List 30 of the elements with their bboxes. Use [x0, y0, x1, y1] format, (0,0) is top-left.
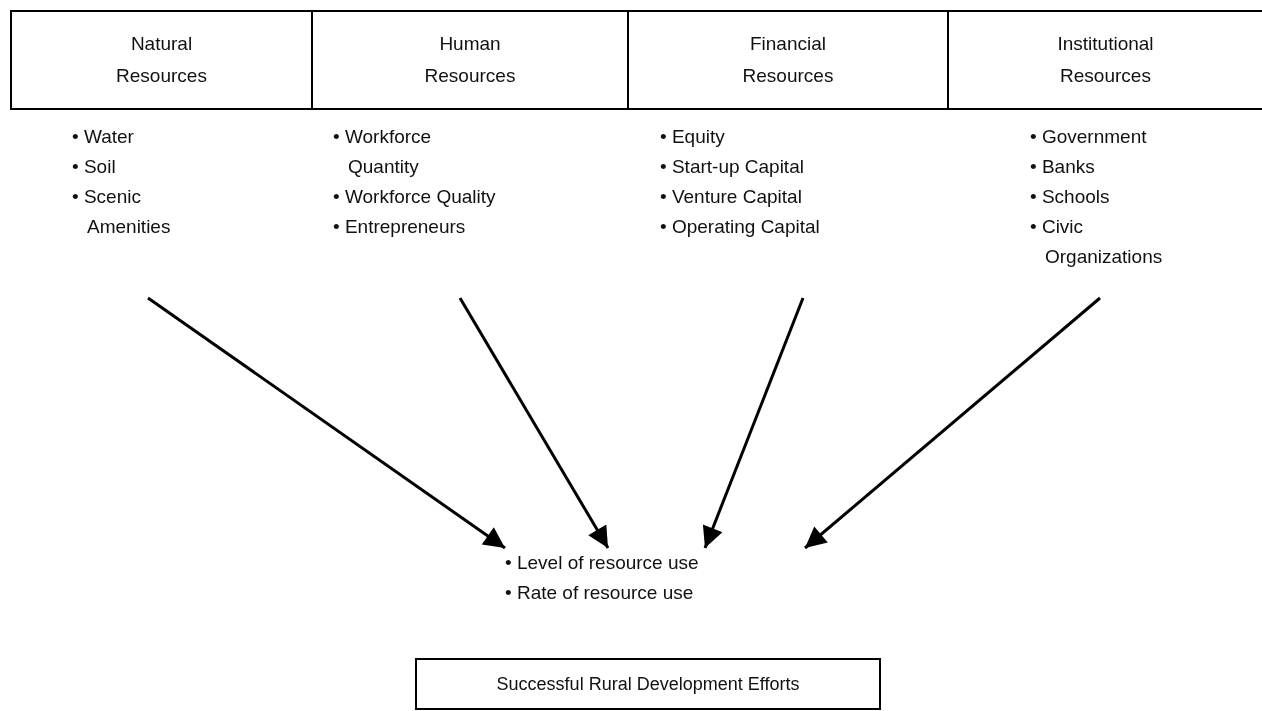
- bullet-item: • Equity: [660, 125, 726, 149]
- bullet-item: • Start-up Capital: [660, 155, 805, 179]
- header-label: Institutional Resources: [1056, 32, 1155, 88]
- header-cell: [947, 10, 1262, 110]
- header-label: Human Resources: [423, 32, 517, 88]
- bullet-item: • Water: [72, 125, 135, 149]
- bullet-item: • Schools: [1030, 185, 1111, 209]
- arrow: [804, 296, 1101, 550]
- bullet-item: • Workforce Quantity: [333, 125, 433, 179]
- header-label: Financial Resources: [741, 32, 835, 88]
- bullet-item: • Rate of resource use: [505, 581, 695, 605]
- bullet-item: • Banks: [1030, 155, 1096, 179]
- bullet-item: • Entrepreneurs: [333, 215, 467, 239]
- arrow: [702, 297, 805, 549]
- header-cell: [311, 10, 629, 110]
- bullet-item: • Level of resource use: [505, 551, 700, 575]
- arrow: [458, 297, 610, 549]
- header-cell: [627, 10, 949, 110]
- header-label: Natural Resources: [115, 32, 208, 88]
- arrow: [147, 296, 506, 550]
- outcome-label: Successful Rural Development Efforts: [496, 673, 800, 695]
- bullet-item: • Government: [1030, 125, 1148, 149]
- bullet-item: • Soil: [72, 155, 117, 179]
- bullet-item: • Operating Capital: [660, 215, 821, 239]
- bullet-item: • Venture Capital: [660, 185, 803, 209]
- bullet-item: • Civic Organizations: [1030, 215, 1164, 269]
- bullet-item: • Scenic Amenities: [72, 185, 172, 239]
- outcome-box: [415, 658, 881, 710]
- header-cell: [10, 10, 313, 110]
- bullet-item: • Workforce Quality: [333, 185, 496, 209]
